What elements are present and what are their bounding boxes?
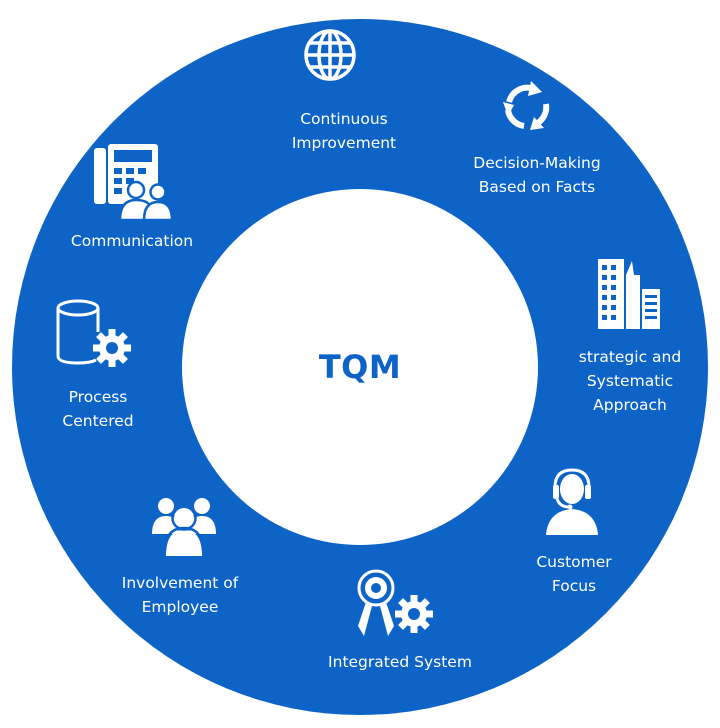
center-title: TQM (318, 348, 402, 386)
award-gear-icon (357, 569, 433, 636)
buildings-icon (598, 259, 660, 329)
segment-label-integrated: Integrated System (328, 653, 472, 671)
segment-label-decision: Decision-Making Based on Facts (473, 154, 601, 196)
segment-label-process: Process Centered (62, 388, 134, 430)
segment-label-communication: Communication (70, 232, 194, 250)
segment-label-continuous: Continuous Improvement (291, 110, 397, 152)
phone-users-icon (94, 144, 174, 220)
database-gear-icon (56, 299, 131, 367)
cycle-arrows-icon (503, 81, 550, 130)
people-group-icon (152, 498, 216, 556)
segment-label-involvement: Involvement of Employee (121, 574, 239, 616)
segment-label-customer: Customer Focus (536, 553, 612, 595)
segment-label-strategic: strategic and Systematic Approach (578, 348, 682, 414)
center-circle (182, 189, 538, 545)
headset-user-icon (546, 468, 598, 535)
globe-icon (304, 29, 356, 81)
